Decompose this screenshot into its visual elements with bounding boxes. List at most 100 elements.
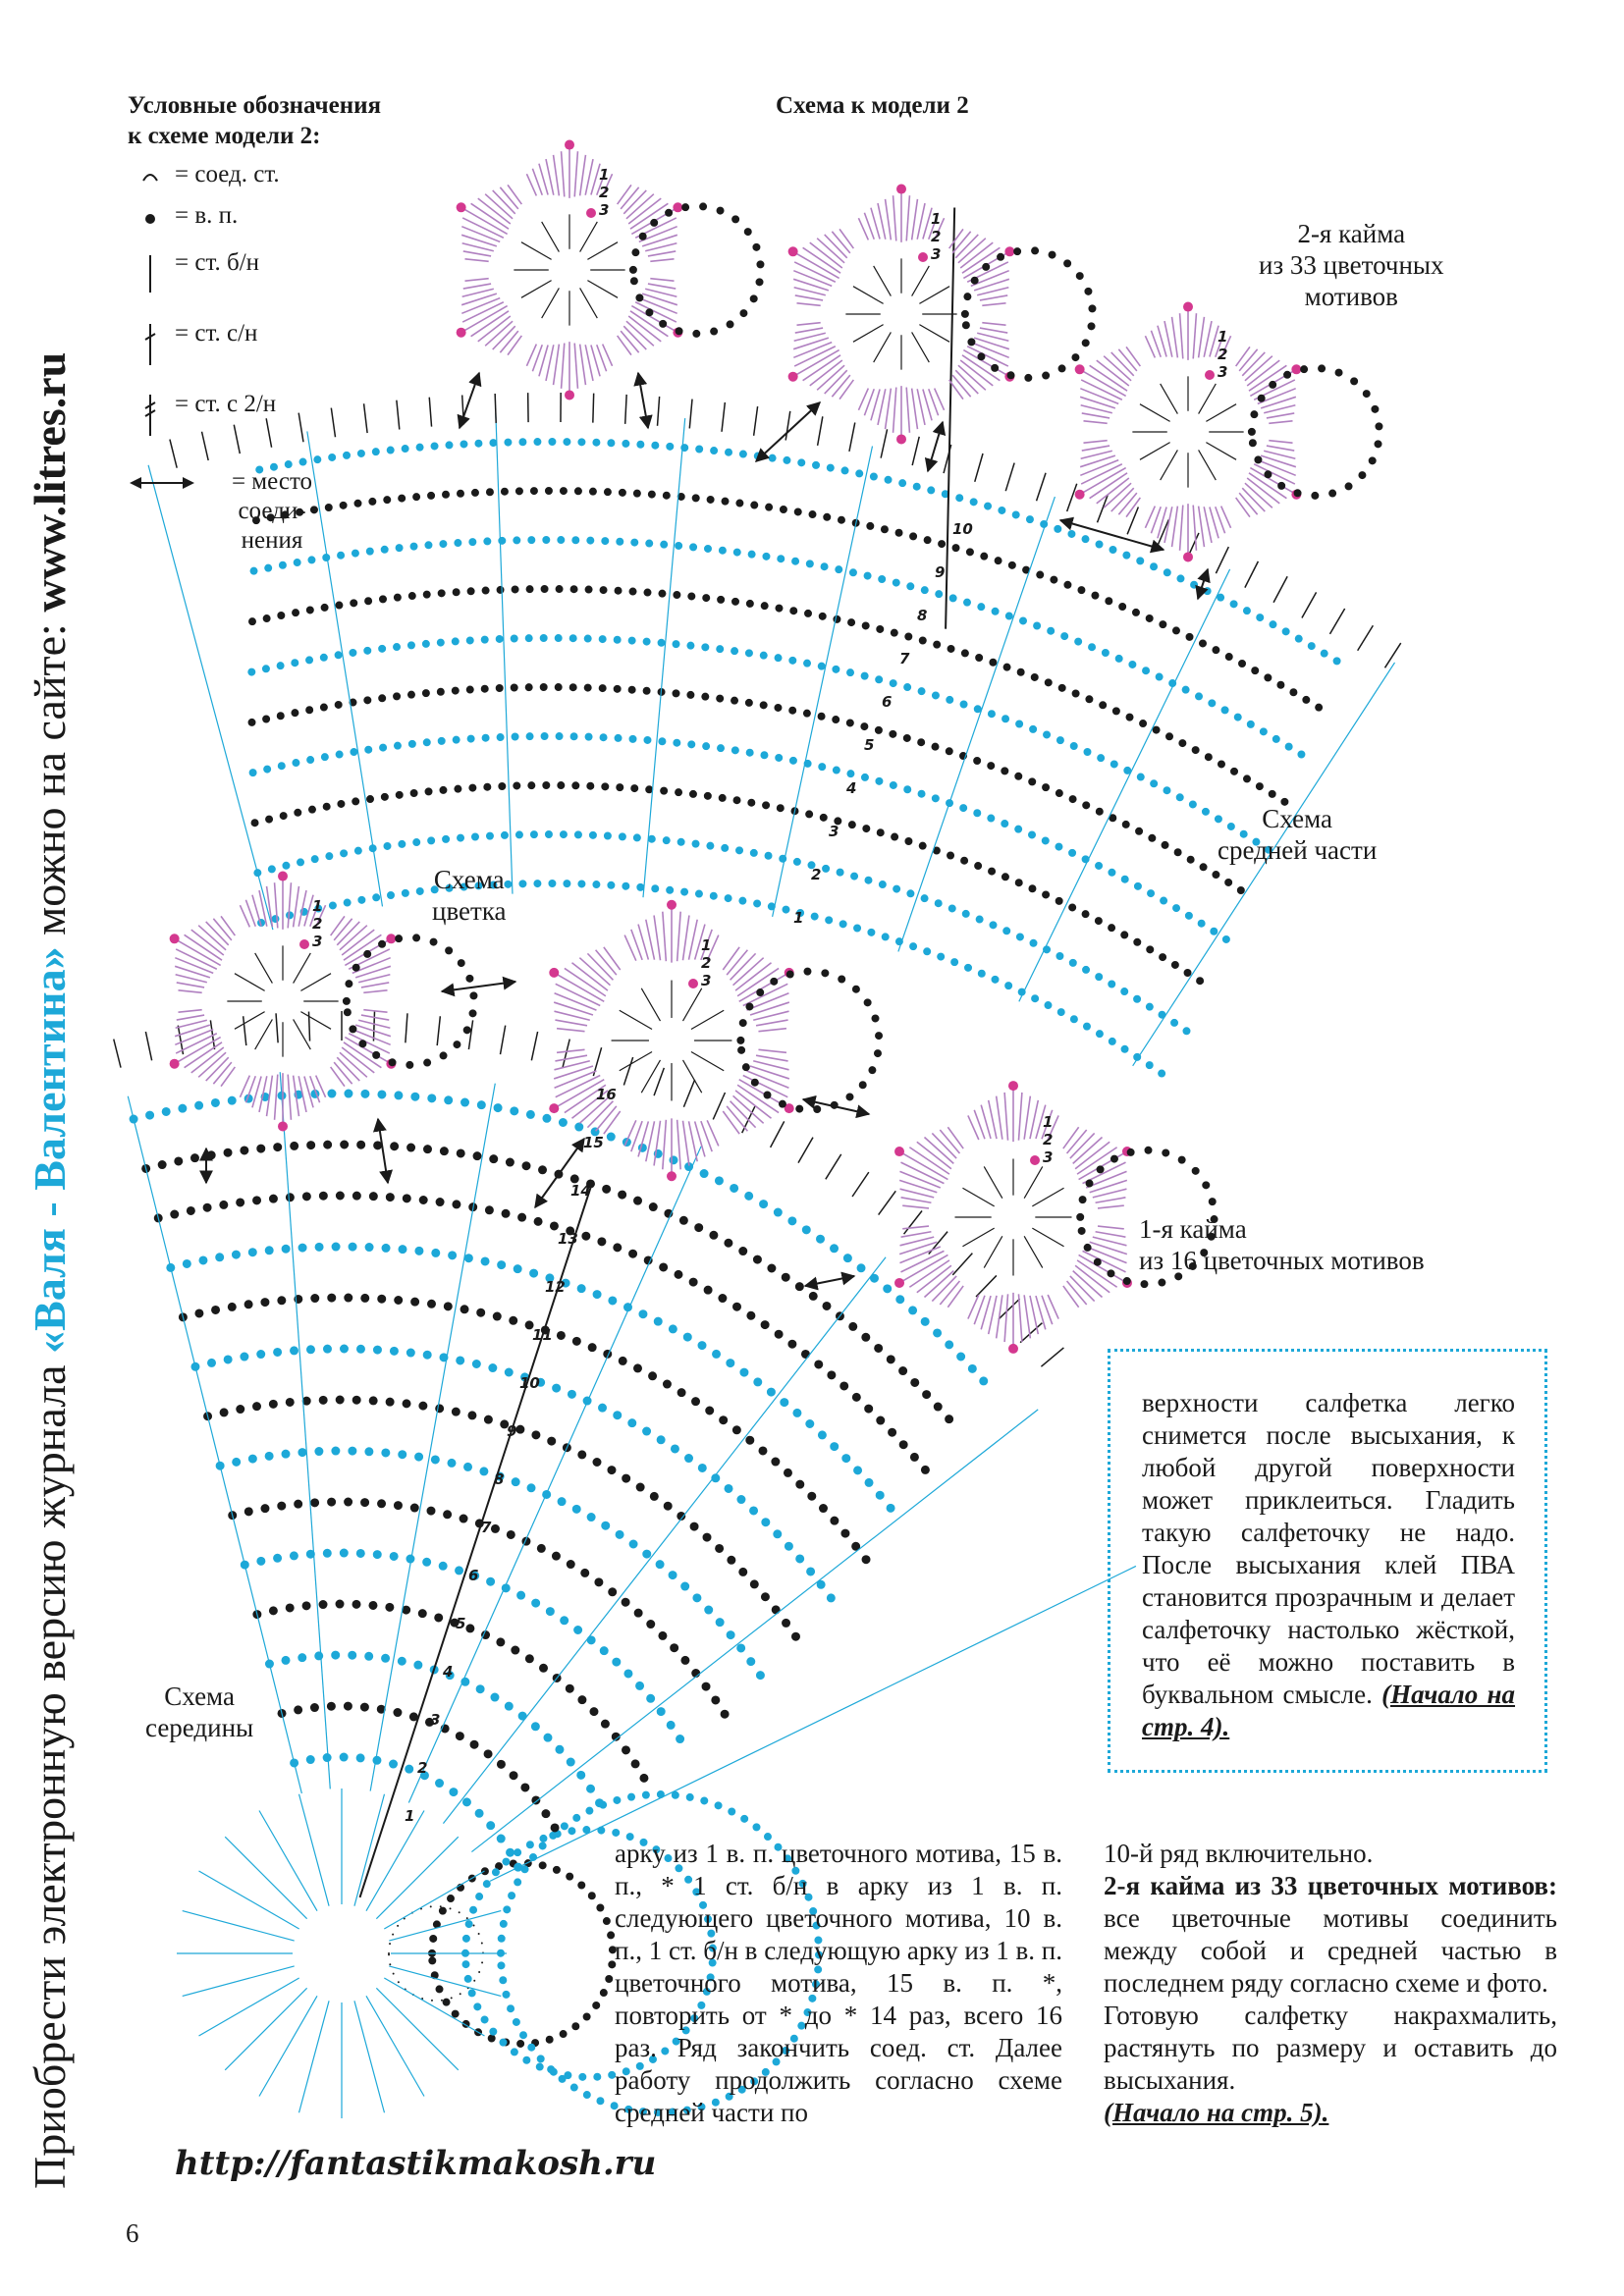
footer-url[interactable]: http://fantastikmakosh.ru bbox=[175, 2144, 657, 2183]
flower-petal-stitch bbox=[1017, 1294, 1023, 1343]
flower-petal-stitch bbox=[177, 1036, 222, 1063]
flower-petal-stitch bbox=[957, 238, 987, 264]
flower-spoke bbox=[234, 973, 265, 991]
flower-spoke bbox=[983, 1236, 1003, 1268]
flower-spoke bbox=[911, 265, 930, 296]
flower-petal-stitch bbox=[928, 212, 940, 240]
legend-title-line2: к схеме модели 2: bbox=[128, 123, 321, 149]
flower-petal-stitch bbox=[1203, 320, 1213, 357]
flower-petal-stitch bbox=[755, 1019, 788, 1027]
flower-petal-stitch bbox=[1082, 1250, 1126, 1273]
flower-row-number: 1 bbox=[599, 166, 609, 184]
flower-petal-stitch bbox=[1241, 351, 1266, 377]
flower-petal-stitch bbox=[590, 163, 601, 195]
center-row-number: 6 bbox=[468, 1567, 478, 1584]
flower-spoke bbox=[1206, 442, 1237, 460]
flower-petal-stitch bbox=[601, 173, 614, 196]
flower-petal-stitch bbox=[499, 330, 519, 353]
flower-petal-stitch bbox=[590, 345, 601, 377]
column2-continued[interactable]: (Начало на стр. 5). bbox=[1104, 2098, 1329, 2127]
center-fringe bbox=[467, 1020, 474, 1050]
flower-petal-stitch bbox=[637, 1121, 650, 1157]
center-spoke bbox=[353, 2001, 386, 2113]
center-fringe bbox=[405, 1013, 408, 1043]
middle-fringe bbox=[396, 400, 401, 430]
flower-row-number: 1 bbox=[1043, 1113, 1053, 1131]
flower-petal-stitch bbox=[176, 982, 205, 988]
flower-petal-stitch bbox=[460, 293, 498, 306]
flower-petal-stitch bbox=[462, 283, 492, 290]
center-row-number: 3 bbox=[430, 1711, 440, 1729]
middle-fringe bbox=[1126, 507, 1140, 535]
flower-petal-stitch bbox=[1017, 1092, 1023, 1141]
flower-petal-stitch bbox=[1249, 466, 1294, 494]
boxed-text-continued[interactable]: (Начало на стр. 4). bbox=[1142, 1680, 1516, 1741]
flower-spoke bbox=[962, 1227, 995, 1248]
flower-petal-stitch bbox=[603, 1110, 622, 1135]
flower-petal-stitch bbox=[1081, 412, 1110, 419]
center-axis bbox=[358, 1187, 592, 1898]
flower-petal-stitch bbox=[898, 1241, 938, 1255]
column2-p1: 10-й ряд включительно. bbox=[1104, 1839, 1374, 1868]
flower-tip-dot bbox=[787, 371, 798, 382]
flower-petal-stitch bbox=[916, 1141, 952, 1170]
flower-start-dot bbox=[688, 979, 698, 988]
flower-petal-stitch bbox=[954, 369, 979, 395]
flower-petal-stitch bbox=[212, 1061, 233, 1085]
label-line: Схема bbox=[164, 1682, 235, 1711]
flower-petal-stitch bbox=[341, 929, 375, 956]
flower-tip-dot bbox=[896, 184, 906, 194]
middle-row bbox=[253, 830, 1196, 1039]
flower-petal-stitch bbox=[931, 1275, 957, 1303]
flower-petal-stitch bbox=[933, 388, 946, 411]
flower-petal-stitch bbox=[1253, 463, 1296, 485]
flower-petal-stitch bbox=[746, 1070, 789, 1089]
flower-petal-stitch bbox=[531, 344, 543, 372]
join-arrow bbox=[372, 1117, 394, 1185]
flower-petal-stitch bbox=[931, 1132, 957, 1159]
middle-row bbox=[257, 880, 1173, 1083]
flower-petal-stitch bbox=[1003, 1092, 1009, 1141]
flower-spoke bbox=[852, 324, 884, 343]
flower-tip-dot bbox=[386, 934, 397, 944]
center-spoke bbox=[384, 1870, 485, 1930]
flower-petal-stitch bbox=[1080, 458, 1119, 477]
flower-petal-stitch bbox=[461, 241, 494, 252]
flower-row-number: 1 bbox=[312, 897, 322, 915]
center-spoke bbox=[365, 1996, 425, 2097]
flower-petal-stitch bbox=[360, 982, 390, 988]
flower-petal-stitch bbox=[967, 1115, 980, 1141]
flower-motif bbox=[169, 871, 478, 1132]
flower-petal-stitch bbox=[461, 301, 505, 323]
flower-petal-stitch bbox=[947, 1126, 964, 1149]
flower-petal-stitch bbox=[973, 1109, 986, 1140]
flower-petal-stitch bbox=[470, 202, 510, 230]
flower-petal-stitch bbox=[571, 1090, 609, 1119]
flower-petal-stitch bbox=[676, 911, 681, 962]
middle-row-number: 1 bbox=[793, 909, 803, 927]
flower-petal-stitch bbox=[1035, 1104, 1047, 1140]
flower-petal-stitch bbox=[175, 956, 214, 975]
flower-start-dot bbox=[1205, 370, 1215, 380]
label-line: средней части bbox=[1218, 835, 1378, 865]
flower-petal-stitch bbox=[973, 278, 1010, 292]
flower-petal-stitch bbox=[556, 1048, 585, 1054]
site-link[interactable]: www.litres.ru bbox=[25, 351, 75, 613]
middle-fringe bbox=[1383, 642, 1402, 668]
flower-petal-stitch bbox=[645, 919, 656, 960]
flower-petal-stitch bbox=[957, 364, 987, 391]
center-fringe bbox=[902, 1210, 923, 1235]
flower-petal-stitch bbox=[908, 1147, 950, 1175]
middle-fringe bbox=[880, 429, 889, 458]
label-center: Схема середины bbox=[145, 1681, 253, 1743]
flower-petal-stitch bbox=[742, 983, 788, 1007]
flower-petal-stitch bbox=[555, 1074, 601, 1098]
flower-petal-stitch bbox=[928, 388, 940, 416]
flower-petal-stitch bbox=[596, 344, 608, 372]
flower-petal-stitch bbox=[795, 252, 840, 280]
center-fan-row bbox=[141, 1140, 963, 1434]
flower-motif bbox=[549, 899, 884, 1182]
flower-petal-stitch bbox=[273, 882, 279, 929]
flower-petal-stitch bbox=[329, 1066, 346, 1088]
legend-join-line1: = место bbox=[231, 468, 313, 495]
